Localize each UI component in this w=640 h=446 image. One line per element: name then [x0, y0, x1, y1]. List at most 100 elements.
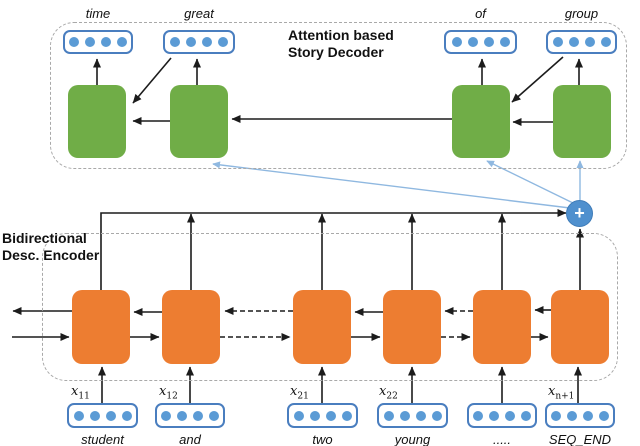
input-word: and [179, 432, 201, 446]
input-word: SEQ_END [548, 432, 612, 446]
x-label-base: x [548, 384, 556, 399]
arrow-feedback-great [132, 57, 172, 104]
arrow-feedback-group [511, 56, 564, 103]
embedding-dot [293, 410, 304, 421]
embedding-dot [489, 410, 499, 421]
encoder-title-line1: Bidirectional [2, 230, 87, 246]
attention-sum-node: + [566, 200, 593, 227]
embedding-dot [105, 410, 116, 421]
embedding-dot [218, 37, 228, 47]
embedding-dot [101, 37, 111, 47]
encoder-cell-4 [383, 290, 441, 364]
input-embedding-box [377, 403, 448, 428]
input-word: ..... [492, 432, 512, 446]
embedding-dot [121, 410, 132, 421]
plus-icon: + [574, 203, 585, 223]
encoder-input-unit: x22 young [377, 384, 448, 446]
x-label-sub: 21 [297, 391, 309, 402]
decoder-cell-1 [68, 85, 126, 158]
input-word: young [394, 432, 431, 446]
attention-bus-line [100, 209, 567, 290]
output-embedding-box [163, 30, 235, 54]
embedding-dot [202, 37, 212, 47]
embedding-dot [209, 410, 219, 421]
decoder-output-unit: time [63, 6, 133, 54]
x-label-sub: n+1 [555, 391, 575, 402]
input-x-label: x12 [159, 384, 178, 405]
x-label-sub: 22 [386, 391, 398, 402]
embedding-dot [473, 410, 483, 421]
embedding-dot [89, 410, 100, 421]
encoder-input-unit: x11 student [67, 384, 138, 446]
embedding-dot [583, 410, 593, 421]
embedding-dot [69, 37, 79, 47]
embedding-dot [73, 410, 84, 421]
x-label-sub: 12 [166, 391, 178, 402]
decoder-title-line2: Story Decoder [288, 44, 384, 60]
embedding-dot [505, 410, 515, 421]
encoder-boundary [42, 233, 618, 381]
decoder-title: Attention based Story Decoder [288, 27, 394, 61]
output-word: time [85, 6, 111, 21]
embedding-dot [85, 37, 95, 47]
embedding-dot [309, 410, 320, 421]
embedding-dot [599, 410, 609, 421]
encoder-cell-3 [293, 290, 351, 364]
x-label-base: x [290, 384, 298, 399]
encoder-input-unit: x21 two [287, 384, 358, 446]
encoder-input-unit: ..... [467, 403, 537, 446]
embedding-dot [186, 37, 196, 47]
input-x-label: x22 [379, 384, 398, 405]
output-embedding-box [546, 30, 617, 54]
output-word: great [184, 6, 214, 21]
embedding-dot [383, 410, 394, 421]
x-label-base: x [71, 384, 79, 399]
x-label-base: x [159, 384, 167, 399]
decoder-cell-4 [553, 85, 611, 158]
decoder-output-unit: of [444, 6, 517, 54]
output-word: group [564, 6, 599, 21]
decoder-title-line1: Attention based [288, 27, 394, 43]
input-x-label: x11 [71, 384, 90, 405]
embedding-dot [325, 410, 336, 421]
encoder-title: Bidirectional Desc. Encoder [2, 230, 99, 264]
embedding-dot [584, 37, 595, 47]
output-word: of [475, 6, 486, 21]
embedding-dot [399, 410, 410, 421]
decoder-output-unit: group [546, 6, 617, 54]
decoder-boundary [50, 22, 627, 169]
input-word: two [312, 432, 333, 446]
embedding-dot [568, 37, 579, 47]
embedding-dot [170, 37, 180, 47]
decoder-cell-2 [170, 85, 228, 158]
input-embedding-box [155, 403, 225, 428]
encoder-title-line2: Desc. Encoder [2, 247, 100, 263]
input-embedding-box [67, 403, 138, 428]
embedding-dot [552, 37, 563, 47]
embedding-dot [177, 410, 187, 421]
embedding-dot [117, 37, 127, 47]
x-label-base: x [379, 384, 387, 399]
output-embedding-box [63, 30, 133, 54]
output-embedding-box [444, 30, 517, 54]
decoder-output-unit: great [163, 6, 235, 54]
context-arrow-to-cell2 [212, 161, 571, 209]
encoder-cell-1 [72, 290, 130, 364]
encoder-cell-5 [473, 290, 531, 364]
embedding-dot [341, 410, 352, 421]
embedding-dot [567, 410, 577, 421]
embedding-dot [431, 410, 442, 421]
decoder-cell-3 [452, 85, 510, 158]
encoder-cell-6 [551, 290, 609, 364]
x-label-sub: 11 [78, 391, 90, 402]
encoder-input-unit: xn+1 SEQ_END [545, 384, 615, 446]
input-embedding-box [287, 403, 358, 428]
encoder-cell-2 [162, 290, 220, 364]
embedding-dot [600, 37, 611, 47]
input-x-label: xn+1 [548, 384, 574, 405]
embedding-dot [161, 410, 171, 421]
embedding-dot [467, 37, 478, 47]
embedding-dot [521, 410, 531, 421]
